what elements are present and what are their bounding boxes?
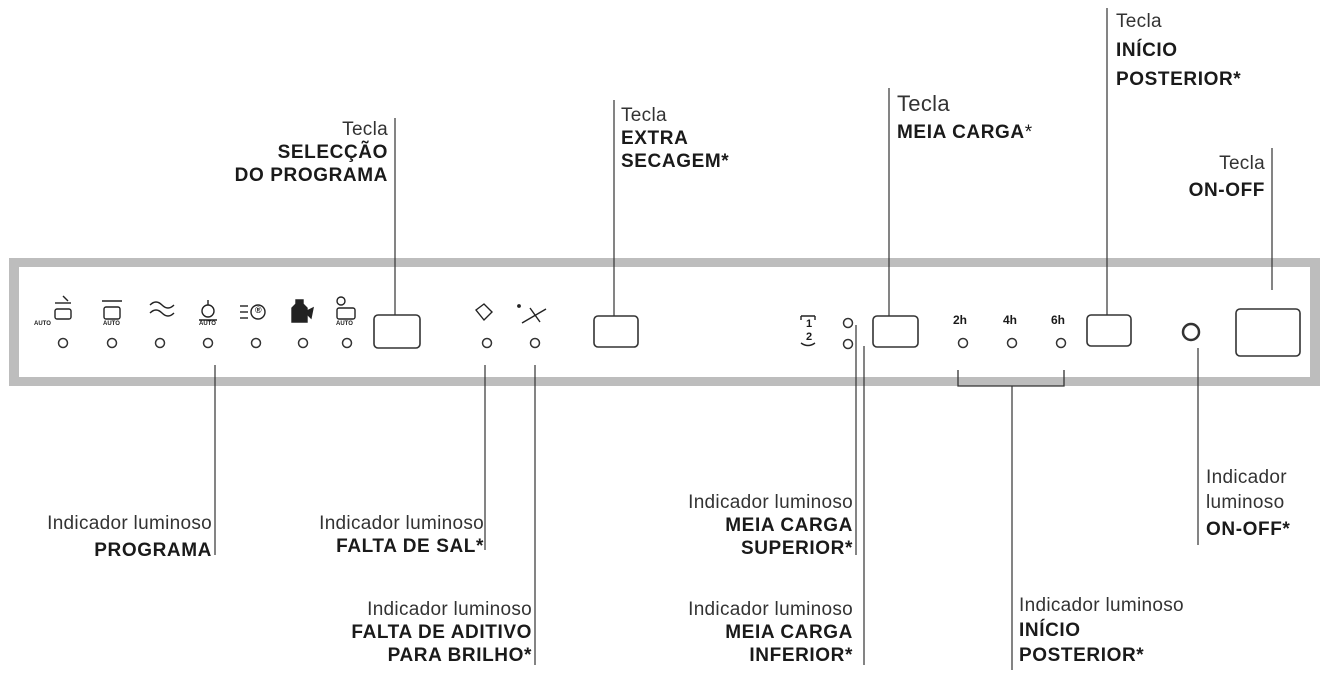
delay-2h-label: 2h — [953, 313, 968, 327]
program-leds — [57, 317, 1067, 350]
label-suffix: * — [1024, 122, 1033, 143]
auto-eco-icon — [199, 300, 217, 321]
rinse-aid-icon — [517, 304, 547, 324]
label-on-off-indicator: Indicador luminoso ON-OFF* — [1206, 466, 1290, 541]
delay-4h-label: 4h — [1003, 313, 1018, 327]
salt-icon — [475, 303, 493, 322]
label-line: Indicador luminoso — [367, 599, 532, 620]
label-line: FALTA DE ADITIVO — [351, 622, 532, 643]
label-line: Tecla — [897, 91, 950, 116]
label-line: luminoso — [1206, 492, 1285, 513]
delay-start-button[interactable] — [1086, 314, 1132, 347]
label-line: MEIA CARGA — [725, 622, 853, 643]
label-line: ON-OFF* — [1206, 519, 1291, 540]
label-rinse-aid-indicator: Indicador luminoso FALTA DE ADITIVO PARA… — [351, 598, 532, 667]
on-off-button[interactable] — [1235, 308, 1301, 357]
label-line: SUPERIOR* — [740, 538, 853, 559]
label-extra-dry-key: Tecla EXTRA SECAGEM* — [621, 104, 729, 173]
label-line: POSTERIOR* — [1019, 645, 1145, 666]
delay-bracket — [957, 370, 1065, 387]
label-delay-start-indicator: Indicador luminoso INÍCIO POSTERIOR* — [1019, 594, 1184, 667]
label-line: Indicador luminoso — [319, 513, 484, 534]
auto-normal-icon — [102, 300, 122, 320]
delicate-bottle-icon — [291, 299, 314, 323]
label-line: Tecla — [1116, 11, 1162, 32]
label-line: Tecla — [1219, 153, 1265, 174]
half-load-button[interactable] — [872, 315, 919, 348]
label-half-load-upper-indicator: Indicador luminoso MEIA CARGA SUPERIOR* — [688, 491, 853, 560]
label-line: DO PROGRAMA — [234, 165, 388, 186]
label-line: Indicador luminoso — [47, 513, 212, 534]
label-program-select-key: Tecla SELECÇÃO DO PROGRAMA — [235, 118, 388, 187]
auto-intensive-icon — [54, 295, 72, 320]
label-line: ON-OFF — [1188, 180, 1265, 201]
label-line: Tecla — [621, 105, 667, 126]
label-salt-indicator: Indicador luminoso FALTA DE SAL* — [319, 512, 484, 558]
label-program-indicator: Indicador luminoso PROGRAMA — [47, 512, 212, 562]
auto-text-4: AUTO — [336, 321, 353, 327]
label-half-load-key: Tecla MEIA CARGA* — [897, 92, 1033, 144]
label-line: Indicador luminoso — [688, 492, 853, 513]
auto-text-1: AUTO — [34, 321, 51, 327]
on-off-led — [1181, 322, 1201, 342]
label-line: Indicador luminoso — [1019, 595, 1184, 616]
leader-lines — [214, 8, 1273, 670]
program-select-button[interactable] — [373, 314, 421, 349]
half-load-icon — [800, 315, 816, 347]
quick-rinse-icon — [149, 301, 175, 317]
label-line: Indicador luminoso — [688, 599, 853, 620]
auto-text-2: AUTO — [103, 321, 120, 327]
label-line: PROGRAMA — [94, 540, 212, 561]
label-line: PARA BRILHO* — [387, 645, 532, 666]
label-on-off-key: Tecla ON-OFF — [1189, 152, 1265, 202]
label-line: MEIA CARGA — [725, 515, 853, 536]
r-program-text: ® — [255, 305, 262, 315]
label-text: MEIA CARGA — [897, 122, 1025, 143]
r-program-icon — [240, 304, 266, 320]
label-line: INÍCIO — [1019, 620, 1081, 641]
half-load-top-number: 1 — [806, 318, 813, 330]
auto-text-3: AUTO — [199, 321, 216, 327]
label-half-load-lower-indicator: Indicador luminoso MEIA CARGA INFERIOR* — [688, 598, 853, 667]
label-line: Indicador — [1206, 467, 1287, 488]
label-line: INÍCIO — [1116, 40, 1178, 61]
label-delay-start-key: Tecla INÍCIO POSTERIOR* — [1116, 10, 1241, 91]
delay-6h-label: 6h — [1051, 313, 1066, 327]
label-line: Tecla — [342, 119, 388, 140]
label-line: EXTRA — [621, 128, 689, 149]
auto-soak-icon — [336, 296, 356, 320]
label-line: POSTERIOR* — [1116, 69, 1242, 90]
label-line: MEIA CARGA* — [897, 121, 1033, 144]
extra-dry-button[interactable] — [593, 315, 639, 348]
label-line: INFERIOR* — [749, 645, 853, 666]
label-line: SELECÇÃO — [277, 142, 388, 163]
label-line: FALTA DE SAL* — [336, 536, 484, 557]
half-load-bottom-number: 2 — [806, 331, 813, 343]
label-line: SECAGEM* — [621, 151, 730, 172]
